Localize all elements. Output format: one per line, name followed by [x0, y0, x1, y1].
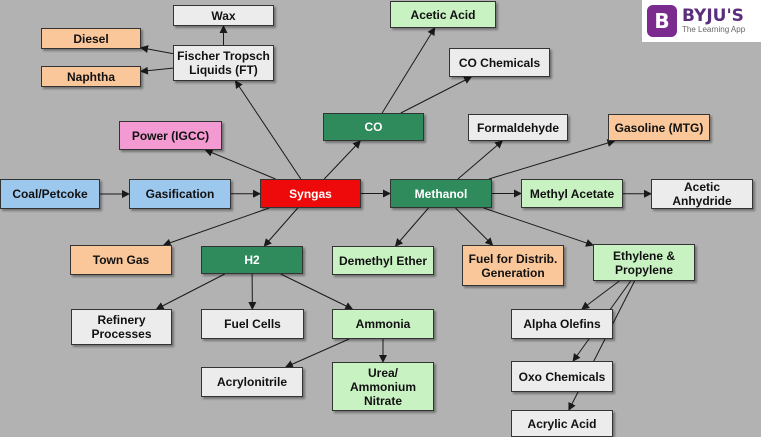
- node-fuel-distrib-generation: Fuel for Distrib. Generation: [462, 245, 564, 286]
- edge-methanol-to-gasoline: [488, 139, 616, 180]
- edge-co-to-acetic-acid: [381, 27, 436, 114]
- node-oxo-chemicals: Oxo Chemicals: [511, 361, 613, 392]
- node-gasoline-mtg: Gasoline (MTG): [608, 114, 710, 141]
- node-diesel: Diesel: [41, 28, 141, 49]
- edge-methanol-to-fuel-distrib: [455, 207, 494, 246]
- node-acetic-acid: Acetic Acid: [390, 1, 496, 28]
- node-naphtha: Naphtha: [41, 66, 141, 87]
- edge-syngas-to-town-gas: [162, 207, 270, 247]
- node-town-gas: Town Gas: [70, 245, 172, 275]
- edge-syngas-to-power: [204, 148, 276, 180]
- node-alpha-olefins: Alpha Olefins: [511, 309, 613, 339]
- edge-syngas-to-fischer: [234, 80, 302, 180]
- node-urea-ammonium-nitrate: Urea/ Ammonium Nitrate: [332, 362, 434, 411]
- node-demethyl-ether: Demethyl Ether: [332, 246, 434, 275]
- node-methanol: Methanol: [390, 179, 492, 208]
- node-acrylonitrile: Acrylonitrile: [201, 367, 303, 397]
- node-formaldehyde: Formaldehyde: [468, 114, 568, 141]
- logo-name: BYJU'S: [682, 6, 744, 26]
- node-ethylene-propylene: Ethylene & Propylene: [593, 244, 695, 281]
- node-h2: H2: [201, 246, 303, 274]
- edge-ammonia-to-acrylonitrile: [284, 338, 350, 368]
- node-acrylic-acid: Acrylic Acid: [511, 410, 613, 437]
- edge-methanol-to-formaldehyde: [457, 140, 504, 180]
- node-acetic-anhydride: Acetic Anhydride: [651, 179, 753, 209]
- edge-h2-to-refinery: [155, 273, 225, 310]
- edge-syngas-to-h2: [263, 207, 299, 247]
- node-ammonia: Ammonia: [332, 309, 434, 339]
- node-co: CO: [323, 113, 424, 141]
- edge-ethylene-to-alpha-olefins: [581, 280, 620, 310]
- byjus-logo-icon: B: [647, 5, 677, 37]
- edge-fischer-to-naphtha: [140, 66, 174, 75]
- edge-syngas-to-co: [323, 140, 361, 180]
- logo-tagline: The Learning App: [682, 25, 746, 34]
- byjus-logo: B BYJU'S The Learning App: [642, 0, 761, 42]
- node-wax: Wax: [173, 5, 274, 26]
- node-co-chemicals: CO Chemicals: [449, 48, 550, 77]
- edge-methanol-to-ethylene: [483, 207, 594, 247]
- node-fuel-cells: Fuel Cells: [201, 309, 304, 339]
- edge-co-to-co-chemicals: [400, 76, 473, 114]
- edge-fischer-to-diesel: [140, 45, 174, 55]
- node-fischer-tropsch: Fischer Tropsch Liquids (FT): [173, 45, 274, 81]
- node-methyl-acetate: Methyl Acetate: [521, 179, 623, 208]
- node-coal-petcoke: Coal/Petcoke: [0, 179, 100, 209]
- edge-methanol-to-demethyl-ether: [394, 207, 429, 247]
- node-syngas: Syngas: [260, 179, 361, 208]
- edge-h2-to-ammonia: [280, 273, 354, 310]
- node-power-igcc: Power (IGCC): [119, 121, 222, 150]
- node-refinery-processes: Refinery Processes: [71, 309, 172, 345]
- node-gasification: Gasification: [129, 179, 231, 209]
